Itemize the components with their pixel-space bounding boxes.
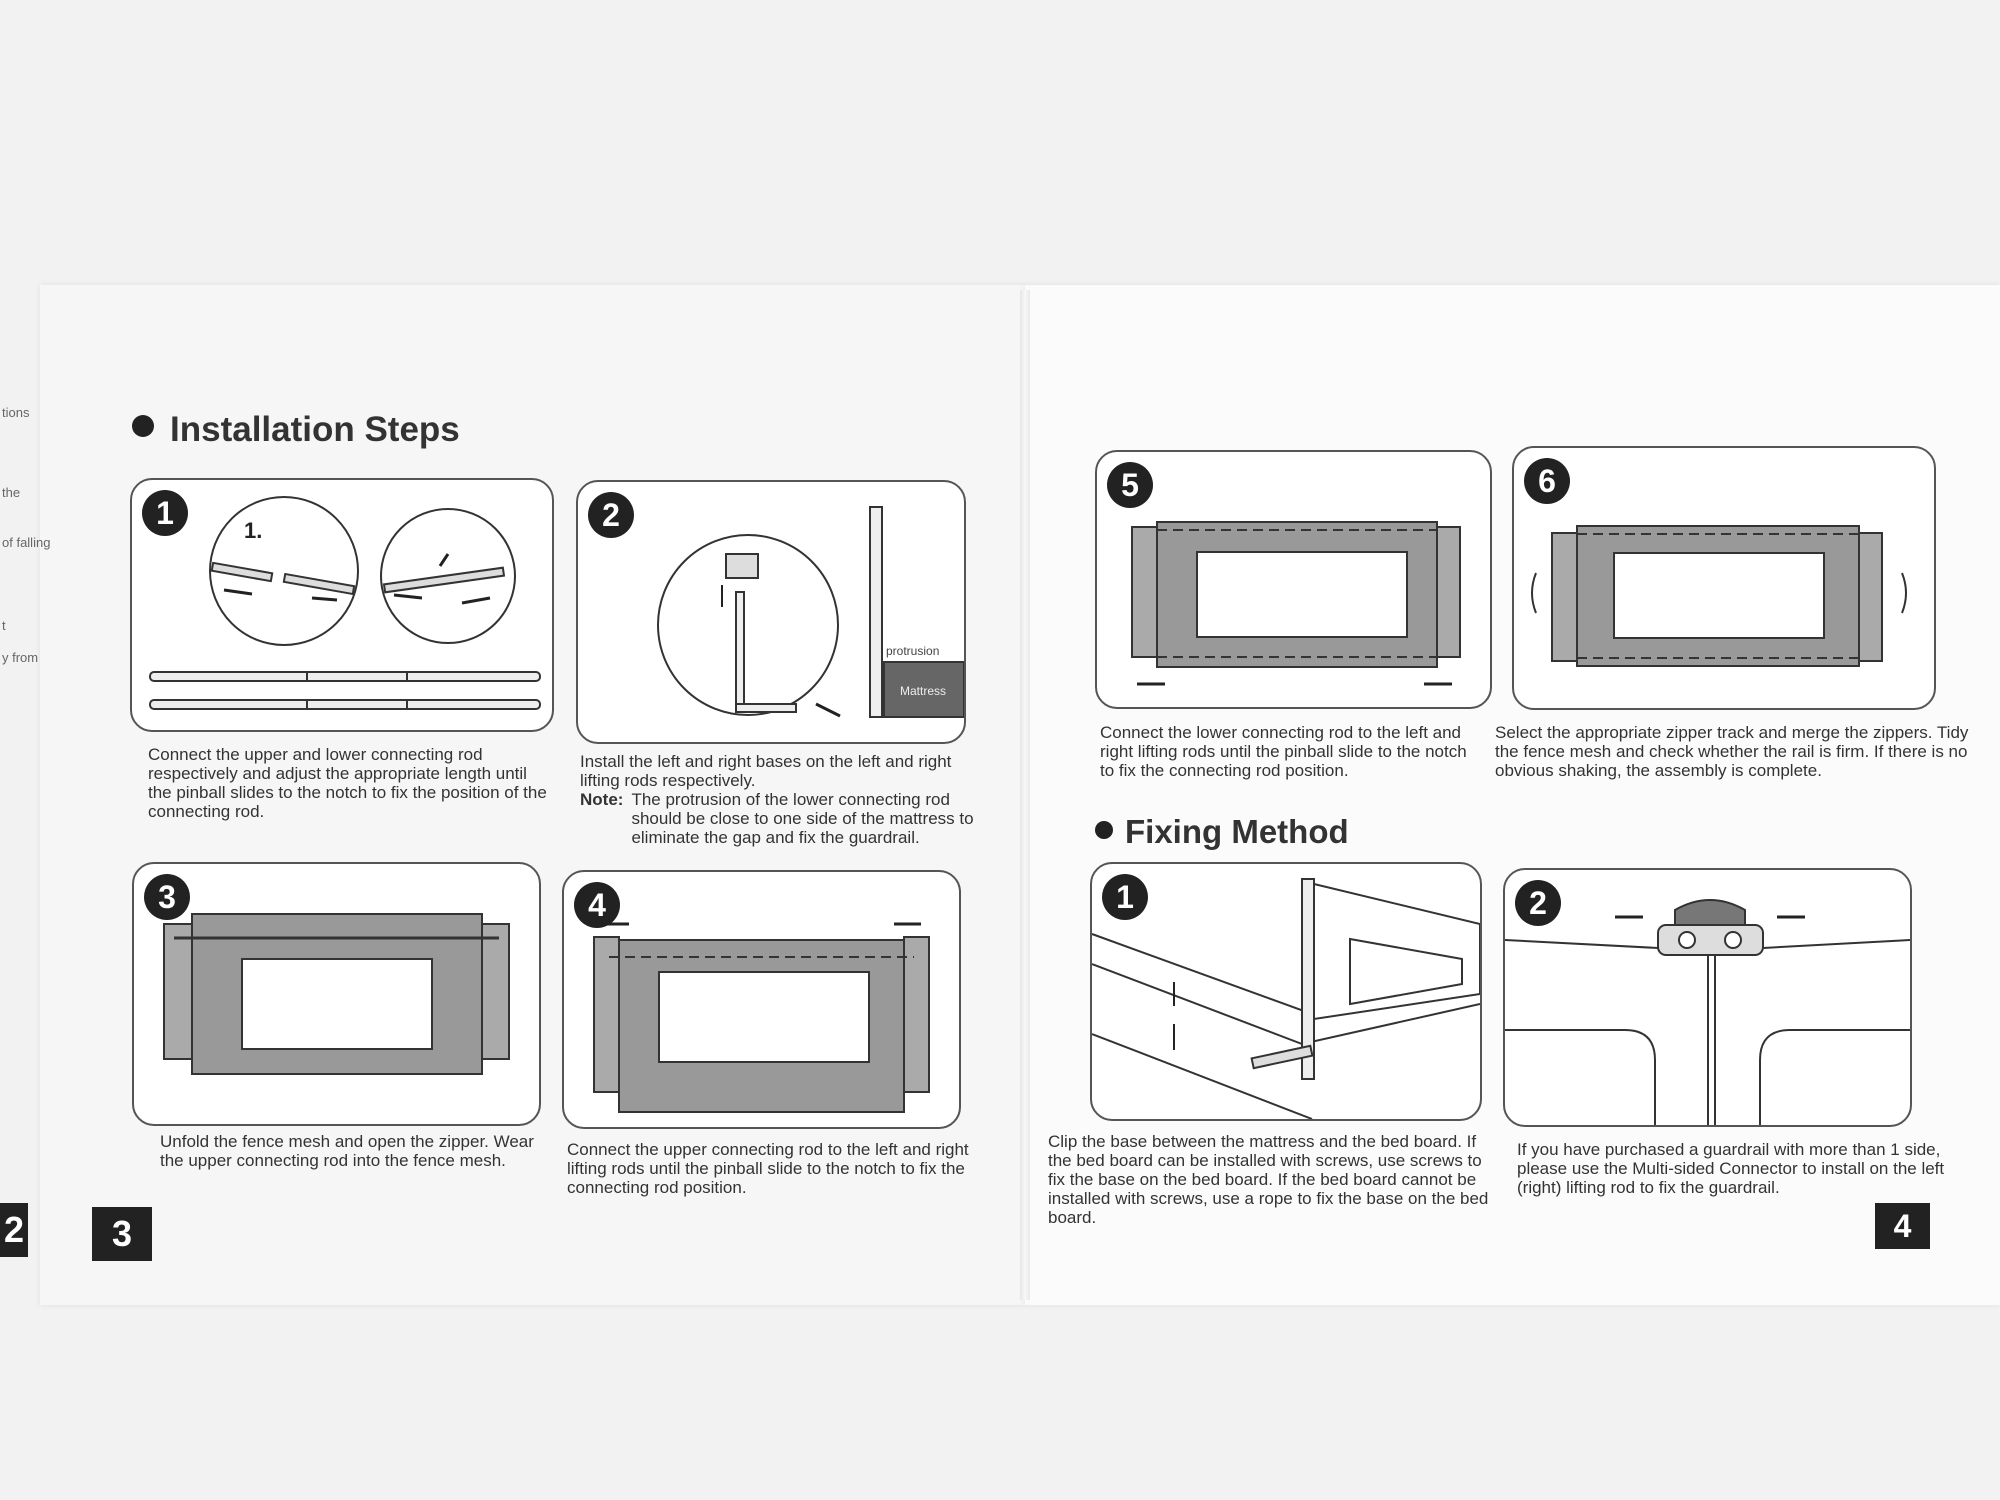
margin-fragment: tions	[2, 405, 30, 420]
step-6-badge: 6	[1524, 458, 1570, 504]
fixing-1-diagram	[1092, 878, 1480, 1119]
previous-page-number: 2	[0, 1203, 28, 1257]
step-5-diagram	[1131, 521, 1461, 686]
step-2-diagram	[657, 506, 964, 718]
margin-fragment: y from	[2, 650, 39, 665]
step-6-caption: Select the appropriate zipper track and …	[1495, 723, 1969, 780]
step-6-panel: 6	[1512, 446, 1936, 710]
fixing-title-text: Fixing Method	[1125, 813, 1349, 850]
margin-fragment: the	[2, 485, 21, 500]
step-3-caption: Unfold the fence mesh and open the zippe…	[160, 1132, 534, 1170]
fixing-method-title: Fixing Method	[1095, 813, 1349, 851]
fixing-2-caption: If you have purchased a guardrail with m…	[1517, 1140, 1945, 1197]
fixing-2-diagram	[1505, 899, 1910, 1125]
step-2-note: Note: The protrusion of the lower connec…	[580, 790, 980, 847]
step-5-panel: 5	[1095, 450, 1492, 709]
installation-steps-title: Installation Steps	[132, 410, 460, 450]
step-4-diagram	[593, 922, 930, 1113]
step-3-badge: 3	[144, 874, 190, 920]
step-5-caption: Connect the lower connecting rod to the …	[1100, 723, 1467, 780]
margin-fragment: of falling	[2, 535, 51, 550]
step-1-caption: Connect the upper and lower connecting r…	[148, 745, 547, 821]
step-2-caption: Install the left and right bases on the …	[580, 752, 980, 847]
step-5-badge: 5	[1107, 462, 1153, 508]
left-page-number: 3	[92, 1207, 152, 1261]
left-page	[40, 285, 1025, 1305]
step-4-caption: Connect the upper connecting rod to the …	[567, 1140, 969, 1197]
step-3-diagram	[163, 913, 510, 1075]
fixing-1-caption: Clip the base between the mattress and t…	[1048, 1132, 1489, 1227]
step-4-panel: 4	[562, 870, 961, 1129]
step-4-badge: 4	[574, 882, 620, 928]
step-3-panel: 3	[132, 862, 541, 1126]
bullet-icon	[132, 415, 154, 437]
step-2-caption-text: Install the left and right bases on the …	[580, 752, 952, 790]
fixing-2-badge: 2	[1515, 880, 1561, 926]
step-2-panel: 2 protrusion Mattress	[576, 480, 966, 744]
right-page-number: 4	[1875, 1203, 1930, 1249]
step-1-panel: 1 1.	[130, 478, 554, 732]
fixing-2-panel: 2	[1503, 868, 1912, 1127]
booklet-spine	[1020, 290, 1030, 1300]
protrusion-label: protrusion	[886, 644, 940, 658]
step-6-diagram	[1531, 525, 1907, 667]
installation-title-text: Installation Steps	[170, 410, 460, 449]
step-1-diagram	[149, 496, 541, 710]
step-1-badge: 1	[142, 490, 188, 536]
margin-fragment: t	[2, 618, 6, 633]
fixing-1-badge: 1	[1102, 874, 1148, 920]
fixing-1-panel: 1	[1090, 862, 1482, 1121]
step-1-sub-label: 1.	[244, 518, 263, 543]
note-text: The protrusion of the lower connecting r…	[631, 790, 974, 847]
mattress-label: Mattress	[900, 684, 947, 698]
note-label: Note:	[580, 790, 624, 809]
step-2-badge: 2	[588, 492, 634, 538]
bullet-icon	[1095, 821, 1113, 839]
